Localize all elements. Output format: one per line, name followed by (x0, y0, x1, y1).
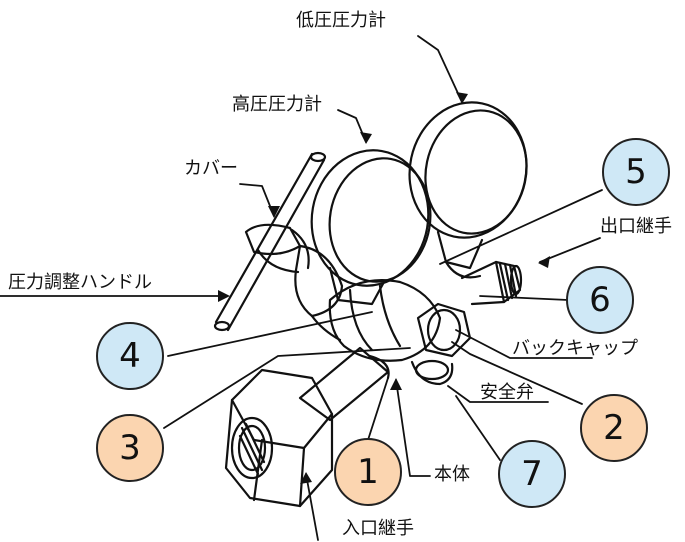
badge-4: 4 (96, 322, 164, 390)
pressure-adjust-handle (213, 151, 327, 332)
inlet-fitting-label: 入口継手 (342, 518, 414, 539)
inlet-fitting (224, 346, 390, 508)
cover-label: カバー (184, 158, 238, 179)
leader-lines (0, 35, 603, 541)
pressure-handle-label: 圧力調整ハンドル (8, 272, 152, 293)
badge-1: 1 (334, 438, 402, 506)
safety-valve (410, 359, 454, 386)
low-pressure-gauge (408, 101, 528, 279)
outlet-fitting (460, 260, 523, 306)
cover-bonnet (294, 244, 344, 342)
safety-valve-label: 安全弁 (480, 382, 534, 403)
badge-3: 3 (96, 414, 164, 482)
outlet-fitting-label: 出口継手 (600, 216, 672, 237)
body-label: 本体 (434, 464, 470, 485)
high-pressure-gauge-label: 高圧圧力計 (232, 94, 322, 115)
low-pressure-gauge-label: 低圧圧力計 (296, 10, 386, 31)
badge-7: 7 (498, 440, 566, 508)
badge-6: 6 (566, 266, 634, 334)
back-cap-label: バックキャップ (512, 338, 638, 359)
badge-5: 5 (602, 138, 670, 206)
arrowheads (218, 92, 550, 484)
badge-2: 2 (580, 394, 648, 462)
